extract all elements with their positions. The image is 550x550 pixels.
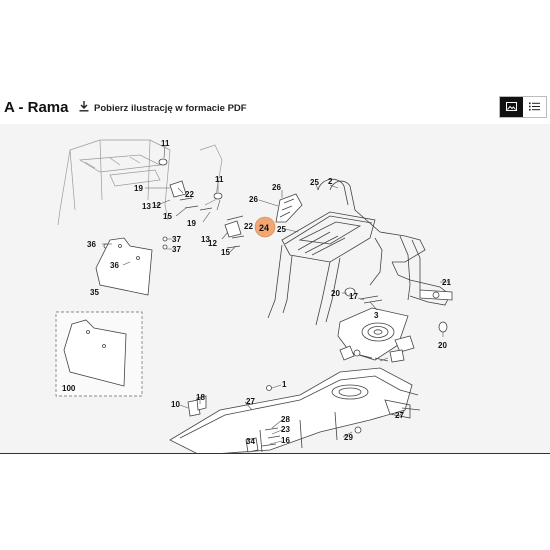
main-chassis [169, 345, 421, 454]
callout-26[interactable]: 26 [249, 195, 258, 204]
callout-37[interactable]: 37 [172, 245, 181, 254]
download-pdf-link[interactable]: Pobierz ilustrację w formacie PDF [79, 100, 247, 116]
page-title: A - Rama [4, 99, 69, 116]
callout-15[interactable]: 15 [163, 212, 172, 221]
callout-27[interactable]: 27 [395, 411, 404, 420]
callout-11[interactable]: 11 [215, 175, 224, 184]
seat-frame [267, 178, 453, 326]
callout-16[interactable]: 16 [281, 436, 290, 445]
callout-13[interactable]: 13 [142, 202, 151, 211]
callout-24[interactable]: 24 [259, 223, 269, 233]
callout-15[interactable]: 15 [221, 248, 230, 257]
callout-21[interactable]: 21 [442, 278, 451, 287]
callout-36[interactable]: 36 [87, 240, 96, 249]
callout-27[interactable]: 27 [246, 397, 255, 406]
callout-23[interactable]: 23 [281, 425, 290, 434]
image-view-button[interactable] [500, 97, 523, 117]
hardware-parts [103, 158, 448, 362]
page-header: A - Rama Pobierz ilustrację w formacie P… [0, 96, 550, 122]
image-view-icon [506, 98, 517, 116]
leader-lines [102, 145, 450, 445]
callout-34[interactable]: 34 [246, 437, 255, 446]
download-pdf-label: Pobierz ilustrację w formacie PDF [94, 102, 247, 114]
download-icon [79, 99, 89, 117]
callout-labels: 11 11 19 19 22 22 13 13 15 15 12 12 26 2… [62, 139, 451, 446]
callout-35[interactable]: 35 [90, 288, 99, 297]
bracket-26 [275, 193, 303, 223]
callout-17[interactable]: 17 [349, 292, 358, 301]
callout-28[interactable]: 28 [281, 415, 290, 424]
kit-100-box [55, 311, 143, 397]
callout-18[interactable]: 18 [196, 393, 205, 402]
view-toggle [499, 96, 547, 118]
divider-line [0, 453, 550, 454]
callout-13[interactable]: 13 [201, 235, 210, 244]
callout-22[interactable]: 22 [244, 222, 253, 231]
seat-plate [337, 307, 415, 363]
list-view-icon [529, 98, 540, 116]
callout-100[interactable]: 100 [62, 384, 76, 393]
small-parts [187, 385, 362, 453]
callout-20[interactable]: 20 [331, 289, 340, 298]
parts-diagram: 11 11 19 19 22 22 13 13 15 15 12 12 26 2… [0, 124, 550, 454]
callout-12[interactable]: 12 [208, 239, 217, 248]
callout-26-upper[interactable]: 26 [272, 183, 281, 192]
cover-panel-35 [95, 237, 153, 296]
callout-29[interactable]: 29 [344, 433, 353, 442]
callout-3[interactable]: 3 [374, 311, 379, 320]
callout-10[interactable]: 10 [171, 400, 180, 409]
callout-19[interactable]: 19 [134, 184, 143, 193]
callout-2[interactable]: 2 [328, 177, 333, 186]
callout-37[interactable]: 37 [172, 235, 181, 244]
callout-11[interactable]: 11 [161, 139, 170, 148]
callout-36[interactable]: 36 [110, 261, 119, 270]
rear-frame-faded [57, 139, 223, 226]
callout-19[interactable]: 19 [187, 219, 196, 228]
callout-1[interactable]: 1 [282, 380, 287, 389]
callout-20[interactable]: 20 [438, 341, 447, 350]
callout-25[interactable]: 25 [277, 225, 286, 234]
frame-exploded-view: 11 11 19 19 22 22 13 13 15 15 12 12 26 2… [55, 139, 453, 454]
highlight-marker [254, 216, 276, 238]
callout-25[interactable]: 25 [310, 178, 319, 187]
callout-12[interactable]: 12 [152, 201, 161, 210]
list-view-button[interactable] [523, 97, 546, 117]
callout-22[interactable]: 22 [185, 190, 194, 199]
